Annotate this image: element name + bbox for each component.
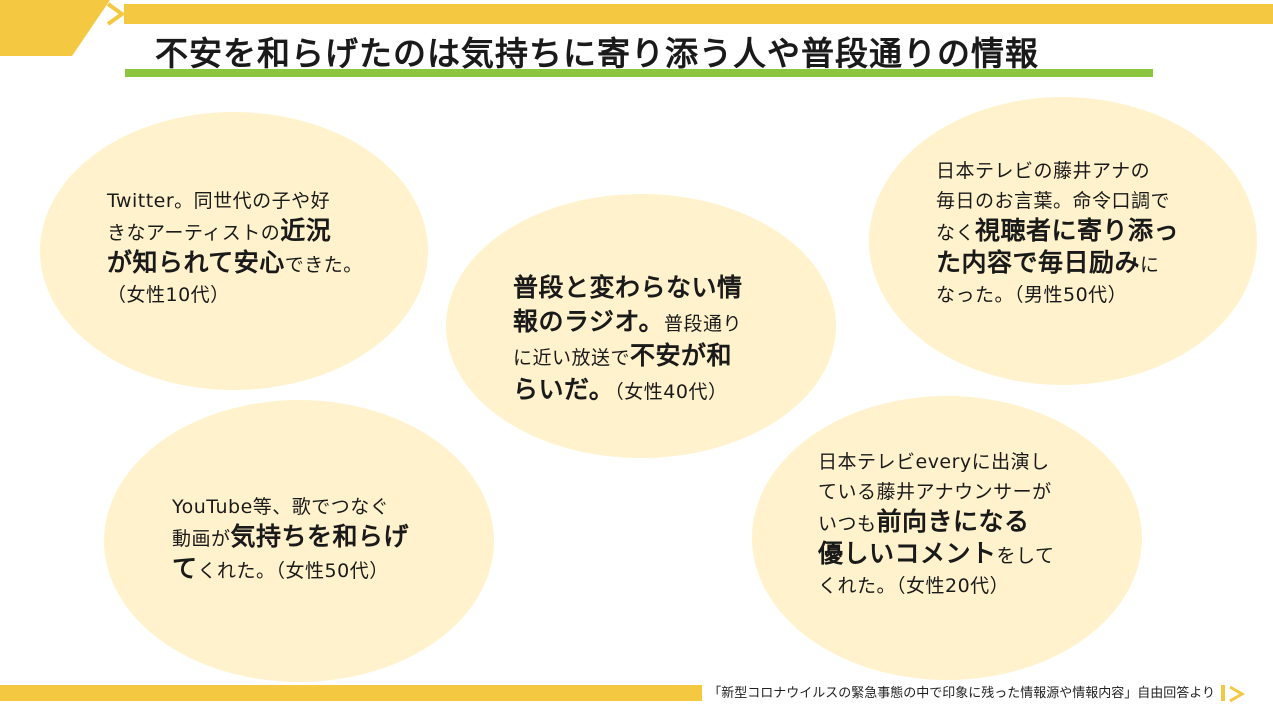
bubble-line: なく視聴者に寄り添っ bbox=[936, 216, 1179, 248]
bubble-line: 毎日のお言葉。命令口調で bbox=[936, 186, 1179, 216]
bubble-line: 普段と変わらない情 bbox=[513, 272, 743, 306]
bubble-line: ている藤井アナウンサーが bbox=[818, 477, 1054, 507]
bubble-twitter-text: Twitter。同世代の子や好きなアーティストの近況が知られて安心できた。（女性… bbox=[107, 186, 363, 310]
emphasis-text: 気持ちを和らげ bbox=[230, 522, 410, 551]
bubble-line: 日本テレビeveryに出演し bbox=[818, 447, 1054, 477]
bubble-line: 日本テレビの藤井アナの bbox=[936, 156, 1179, 186]
bubble-youtube bbox=[104, 400, 494, 682]
page-title: 不安を和らげたのは気持ちに寄り添う人や普段通りの情報 bbox=[155, 34, 1039, 73]
bubble-line: てくれた。（女性50代） bbox=[172, 554, 409, 586]
bubble-ntv-announcer bbox=[869, 97, 1257, 385]
emphasis-text: 普段と変わらない情 bbox=[513, 273, 743, 302]
bubble-line: きなアーティストの近況 bbox=[107, 216, 363, 248]
body-text: くれた。（女性50代） bbox=[197, 560, 389, 582]
bubble-line: （女性10代） bbox=[107, 280, 363, 310]
bubble-twitter bbox=[40, 112, 428, 390]
body-text: なく bbox=[936, 222, 976, 244]
body-text: なった。（男性50代） bbox=[936, 284, 1128, 306]
body-text: Twitter。同世代の子や好 bbox=[107, 190, 331, 212]
bubble-line: 動画が気持ちを和らげ bbox=[172, 522, 409, 554]
body-text: 毎日のお言葉。命令口調で bbox=[936, 190, 1171, 212]
body-text: くれた。（女性20代） bbox=[818, 575, 1010, 597]
body-text: をして bbox=[996, 545, 1055, 567]
bubble-ntv-announcer-text: 日本テレビの藤井アナの毎日のお言葉。命令口調でなく視聴者に寄り添った内容で毎日励… bbox=[936, 156, 1179, 310]
emphasis-text: 前向きになる bbox=[876, 507, 1030, 536]
bubble-line: が知られて安心できた。 bbox=[107, 248, 363, 280]
body-text: に bbox=[1140, 254, 1160, 276]
emphasis-text: 視聴者に寄り添っ bbox=[975, 216, 1180, 245]
body-text: （女性10代） bbox=[107, 284, 230, 306]
body-text: に近い放送で bbox=[513, 347, 631, 369]
bubble-line: た内容で毎日励みに bbox=[936, 248, 1179, 280]
title-underline bbox=[125, 69, 1153, 77]
top-decoration bbox=[0, 0, 1273, 56]
bubble-line: に近い放送で不安が和 bbox=[513, 340, 743, 374]
emphasis-text: た内容で毎日励み bbox=[936, 248, 1141, 277]
body-text: いつも bbox=[818, 513, 877, 535]
source-caption: 「新型コロナウイルスの緊急事態の中で印象に残った情報源や情報内容」自由回答より bbox=[702, 685, 1221, 703]
bubble-line: らいだ。（女性40代） bbox=[513, 374, 743, 408]
body-text: きなアーティストの bbox=[107, 222, 281, 244]
emphasis-text: が知られて安心 bbox=[107, 248, 285, 277]
bubble-every-text: 日本テレビeveryに出演している藤井アナウンサーがいつも前向きになる優しいコメ… bbox=[818, 447, 1054, 601]
bubble-radio bbox=[446, 194, 836, 458]
body-text: 日本テレビの藤井アナの bbox=[936, 160, 1151, 182]
bubble-line: くれた。（女性20代） bbox=[818, 571, 1054, 601]
bubble-radio-text: 普段と変わらない情報のラジオ。普段通りに近い放送で不安が和らいだ。（女性40代） bbox=[513, 272, 743, 408]
emphasis-text: て bbox=[172, 554, 198, 583]
bubble-line: YouTube等、歌でつなぐ bbox=[172, 492, 409, 522]
bubble-line: 報のラジオ。普段通り bbox=[513, 306, 743, 340]
bubble-line: いつも前向きになる bbox=[818, 507, 1054, 539]
body-text: 動画が bbox=[172, 528, 231, 550]
bubble-line: なった。（男性50代） bbox=[936, 280, 1179, 310]
emphasis-text: 優しいコメント bbox=[818, 539, 997, 568]
body-text: ている藤井アナウンサーが bbox=[818, 481, 1052, 503]
bubble-every bbox=[752, 396, 1142, 680]
body-text: YouTube等、歌でつなぐ bbox=[172, 496, 390, 518]
body-text: 普段通り bbox=[664, 313, 743, 335]
bubble-youtube-text: YouTube等、歌でつなぐ動画が気持ちを和らげてくれた。（女性50代） bbox=[172, 492, 409, 586]
emphasis-text: 近況 bbox=[280, 216, 332, 245]
emphasis-text: 報のラジオ。 bbox=[513, 307, 665, 336]
emphasis-text: らいだ。 bbox=[513, 375, 615, 404]
body-text: （女性40代） bbox=[614, 381, 728, 403]
bubble-line: 優しいコメントをして bbox=[818, 539, 1054, 571]
body-text: できた。 bbox=[284, 254, 363, 276]
body-text: 日本テレビeveryに出演し bbox=[818, 451, 1050, 473]
emphasis-text: 不安が和 bbox=[630, 341, 733, 370]
bubble-line: Twitter。同世代の子や好 bbox=[107, 186, 363, 216]
